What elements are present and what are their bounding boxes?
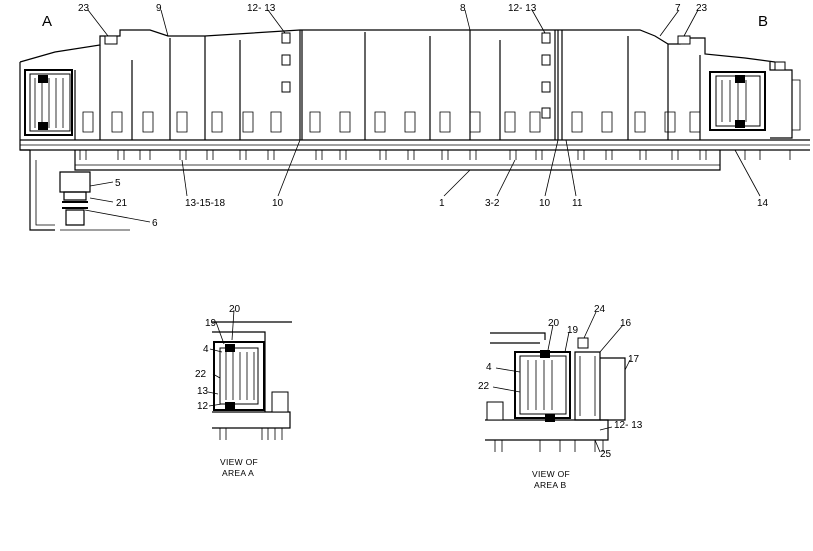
view-a-callout-4: 4 bbox=[203, 344, 209, 355]
callout-9: 9 bbox=[156, 3, 162, 14]
view-a-callout-20: 20 bbox=[229, 304, 241, 315]
view-b-callout-20: 20 bbox=[548, 318, 560, 329]
callout-23-left: 23 bbox=[78, 3, 90, 14]
leader-lines bbox=[84, 9, 761, 223]
view-b-callout-19: 19 bbox=[567, 325, 579, 336]
view-a-callout-13: 13 bbox=[197, 386, 209, 397]
callout-12-13-mid: 12- 13 bbox=[508, 3, 537, 14]
terminal-posts bbox=[82, 111, 701, 133]
drain-fitting bbox=[29, 150, 130, 231]
cell-walls bbox=[74, 30, 701, 140]
callout-8: 8 bbox=[460, 3, 466, 14]
view-area-a bbox=[207, 309, 292, 440]
view-b-callout-16: 16 bbox=[620, 318, 632, 329]
area-a-marker: A bbox=[42, 13, 52, 30]
area-b-marker: B bbox=[758, 13, 768, 30]
callout-13-15-18: 13-15-18 bbox=[185, 198, 225, 209]
callout-10-right: 10 bbox=[539, 198, 551, 209]
callout-10-left: 10 bbox=[272, 198, 284, 209]
callout-23-right: 23 bbox=[696, 3, 708, 14]
bolt-column bbox=[104, 32, 691, 119]
view-b-callout-24: 24 bbox=[594, 304, 606, 315]
callout-12-13-left: 12- 13 bbox=[247, 3, 276, 14]
view-a-labels: 20 19 4 22 13 12 VIEW OF AREA A bbox=[195, 304, 258, 478]
callout-14: 14 bbox=[757, 198, 769, 209]
corner-labels: A B bbox=[42, 13, 768, 30]
callout-1: 1 bbox=[439, 198, 445, 209]
callout-21: 21 bbox=[116, 198, 128, 209]
view-a-caption-line2: AREA A bbox=[222, 468, 254, 478]
view-b-caption-line2: AREA B bbox=[534, 480, 567, 490]
view-a-callout-19: 19 bbox=[205, 318, 217, 329]
view-b-callout-12-13: 12- 13 bbox=[614, 420, 643, 431]
view-b-callout-25: 25 bbox=[600, 449, 612, 460]
bottom-bolts bbox=[79, 150, 791, 160]
view-b-callout-17: 17 bbox=[628, 354, 640, 365]
view-b-callout-4: 4 bbox=[486, 362, 492, 373]
base-plate bbox=[20, 139, 810, 171]
callout-6: 6 bbox=[152, 218, 158, 229]
callout-5: 5 bbox=[115, 178, 121, 189]
callout-11: 11 bbox=[572, 198, 583, 209]
view-area-b bbox=[485, 311, 631, 453]
main-assembly bbox=[19, 29, 810, 231]
callout-labels: 23 9 12- 13 8 12- 13 7 23 5 21 6 13-15-1… bbox=[78, 3, 769, 229]
view-b-labels: 24 20 19 16 4 17 22 12- 13 25 VIEW OF AR… bbox=[478, 304, 643, 490]
callout-7: 7 bbox=[675, 3, 681, 14]
view-a-callout-12: 12 bbox=[197, 401, 209, 412]
view-a-caption-line1: VIEW OF bbox=[220, 457, 258, 467]
view-b-caption-line1: VIEW OF bbox=[532, 469, 570, 479]
view-b-callout-22: 22 bbox=[478, 381, 490, 392]
callout-3-2: 3-2 bbox=[485, 198, 500, 209]
view-a-callout-22: 22 bbox=[195, 369, 207, 380]
